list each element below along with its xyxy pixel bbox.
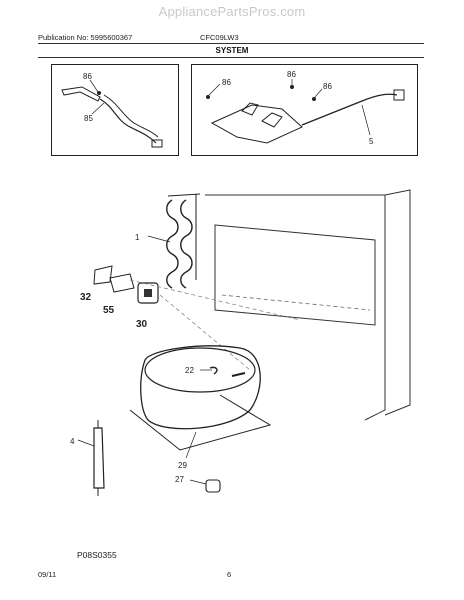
- publication-number: Publication No: 5995600367: [38, 33, 133, 42]
- model-number: CFC09LW3: [200, 33, 239, 42]
- relay-shape: [137, 282, 159, 304]
- cabinet-outline: [205, 194, 386, 421]
- inset-left-drawing: 86 85: [61, 72, 163, 148]
- screw-icon: [312, 97, 316, 101]
- callout-22: 22: [185, 366, 194, 375]
- bracket-shape: [61, 86, 101, 102]
- footer-page-number: 6: [227, 570, 232, 579]
- callout-27: 27: [175, 475, 184, 484]
- plug-shape: [393, 89, 405, 101]
- watermark: AppliancePartsPros.com: [158, 4, 306, 19]
- inset-box-right: 86 86 86 5: [191, 64, 418, 156]
- callout-85: 85: [84, 114, 93, 123]
- compressor-dome: [144, 347, 256, 393]
- callout-1: 1: [135, 233, 140, 242]
- inset-right-drawing: 86 86 86 5: [206, 70, 405, 146]
- terminal-1: [241, 102, 259, 116]
- callout-30: 30: [136, 319, 148, 330]
- inset-box-left: 86 85: [51, 64, 179, 156]
- screw-icon: [290, 85, 294, 89]
- wire-path-2: [103, 94, 159, 138]
- overload: [109, 273, 135, 293]
- callout-86-a: 86: [222, 78, 231, 87]
- callout-86-b: 86: [287, 70, 296, 79]
- compressor-body: [140, 345, 261, 430]
- callout-86: 86: [83, 72, 92, 81]
- condenser-coil: [166, 199, 179, 289]
- callout-32: 32: [80, 292, 92, 303]
- cord-path: [301, 93, 398, 126]
- cabinet-liner: [214, 224, 376, 326]
- footer-date: 09/11: [38, 570, 57, 579]
- harness-outline: [210, 104, 303, 144]
- relay-cover: [93, 265, 113, 285]
- main-exploded-view: 1 32 55 30 22 29 4 27: [70, 189, 411, 496]
- callout-86-c: 86: [323, 82, 332, 91]
- cabinet-side: [384, 189, 411, 416]
- header-rule-top: [38, 43, 424, 44]
- compressor-base: [129, 394, 272, 451]
- callout-29: 29: [178, 461, 187, 470]
- grommet-shape: [205, 479, 221, 493]
- callout-5: 5: [369, 137, 374, 146]
- connector-shape: [151, 139, 163, 148]
- screw-icon: [206, 95, 210, 99]
- diagram-code: P08S0355: [77, 550, 117, 560]
- wire-path-1: [99, 98, 157, 144]
- terminal-2: [261, 112, 283, 128]
- callout-55: 55: [103, 305, 115, 316]
- drier-shape: [93, 427, 105, 489]
- section-title: SYSTEM: [215, 46, 249, 55]
- header-rule-bottom: [38, 57, 424, 58]
- leader-86: [89, 79, 99, 93]
- callout-4: 4: [70, 437, 75, 446]
- leader-85: [91, 102, 105, 115]
